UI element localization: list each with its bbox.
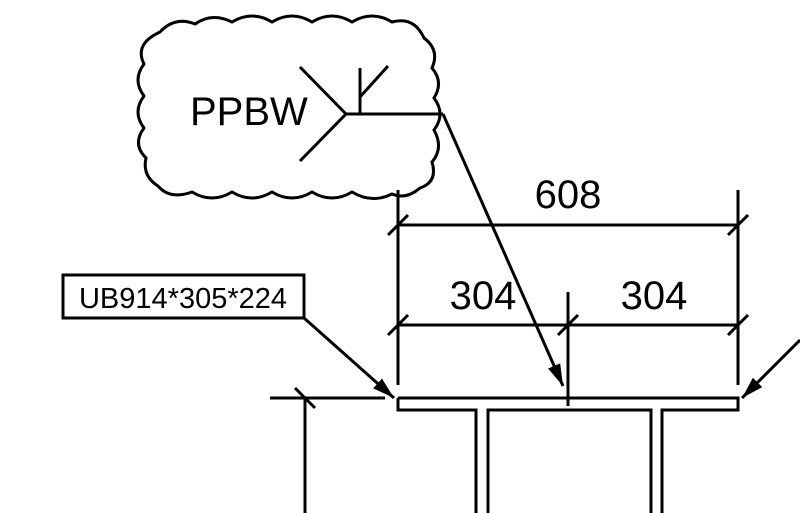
section-leader-arrow — [303, 316, 395, 400]
section-label-box — [61, 273, 306, 320]
beam-section — [396, 396, 740, 513]
dimension-overall — [386, 190, 750, 385]
right-leader-arrow — [740, 338, 800, 400]
revision-cloud — [136, 14, 442, 200]
dimension-left-half-label: 304 — [450, 274, 517, 318]
dimension-overall-label: 608 — [535, 173, 602, 217]
dimension-right-half-label: 304 — [621, 274, 688, 318]
weld-symbol-icon — [298, 64, 443, 163]
dimension-halves — [386, 292, 750, 406]
weld-symbol-label: PPBW — [190, 90, 308, 134]
weld-leader-arrow — [441, 113, 565, 387]
section-label: UB914*305*224 — [79, 283, 287, 315]
left-plate — [270, 386, 385, 513]
